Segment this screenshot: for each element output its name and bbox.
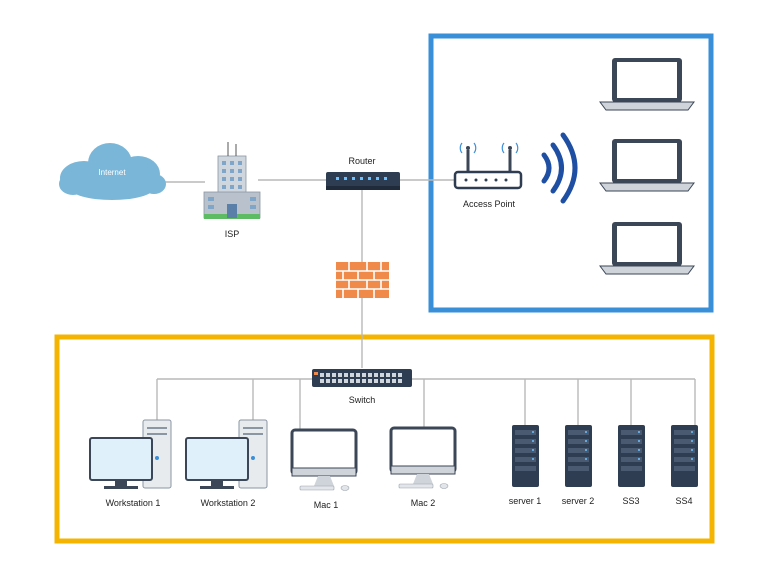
internet-node: Internet [59,143,166,200]
wireless-zone [428,33,714,313]
server-icon [618,425,645,487]
server-ss4-label: SS4 [675,496,692,506]
server-2: server 2 [562,425,595,506]
server-icon [512,425,539,487]
laptop-icon [599,222,695,275]
laptop-1 [599,58,695,111]
laptop-icon [599,139,695,192]
router-node: Router [326,156,400,190]
switch-icon [312,369,412,387]
cloud-icon [59,143,166,200]
access-point-icon [453,142,523,190]
workstation-2-label: Workstation 2 [201,498,256,508]
desktop-pc-icon [185,419,268,489]
isp-label: ISP [225,229,240,239]
building-icon [203,142,261,219]
imac-icon [389,426,457,489]
wired-zone [54,334,715,544]
server-1-label: server 1 [509,496,542,506]
server-icon [565,425,592,487]
server-ss3: SS3 [618,425,645,506]
workstation-1-label: Workstation 1 [106,498,161,508]
server-ss4: SS4 [671,425,698,506]
laptop-icon [599,58,695,111]
server-1: server 1 [509,425,542,506]
switch-label: Switch [349,395,376,405]
workstation-1: Workstation 1 [89,419,172,508]
desktop-pc-icon [89,419,172,489]
server-2-label: server 2 [562,496,595,506]
router-label: Router [348,156,375,166]
imac-icon [290,428,358,491]
router-icon [326,172,400,190]
workstation-2: Workstation 2 [185,419,268,508]
mac-2: Mac 2 [389,426,457,508]
access-point-node: Access Point [453,142,523,209]
laptop-2 [599,139,695,192]
wifi-waves-icon [541,132,578,204]
isp-node: ISP [203,142,261,239]
internet-label: Internet [98,168,126,177]
mac-2-label: Mac 2 [411,498,436,508]
laptop-3 [599,222,695,275]
mac-1-label: Mac 1 [314,500,339,510]
server-icon [671,425,698,487]
server-ss3-label: SS3 [622,496,639,506]
mac-1: Mac 1 [290,428,358,510]
firewall-icon [336,262,389,298]
switch-node: Switch [312,369,412,405]
access-point-label: Access Point [463,199,516,209]
